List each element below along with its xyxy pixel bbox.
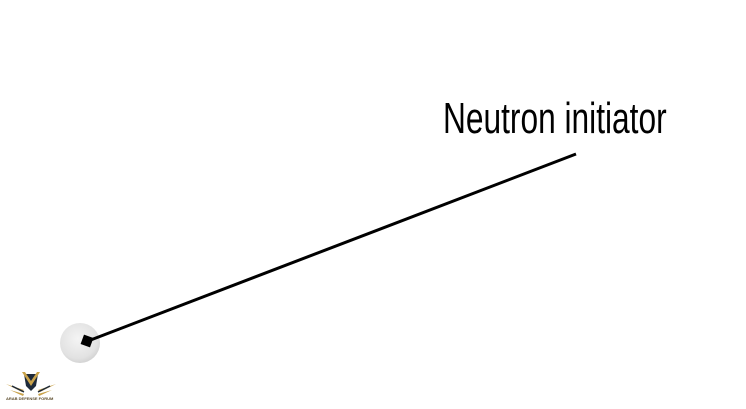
leader-line [87, 152, 577, 343]
initiator-core [80, 334, 94, 348]
watermark-logo-icon [6, 372, 56, 396]
initiator-sphere [60, 323, 100, 363]
watermark-text: ARAB DEFENSE FORUM [6, 396, 54, 401]
neutron-initiator-label: Neutron initiator [443, 94, 667, 143]
